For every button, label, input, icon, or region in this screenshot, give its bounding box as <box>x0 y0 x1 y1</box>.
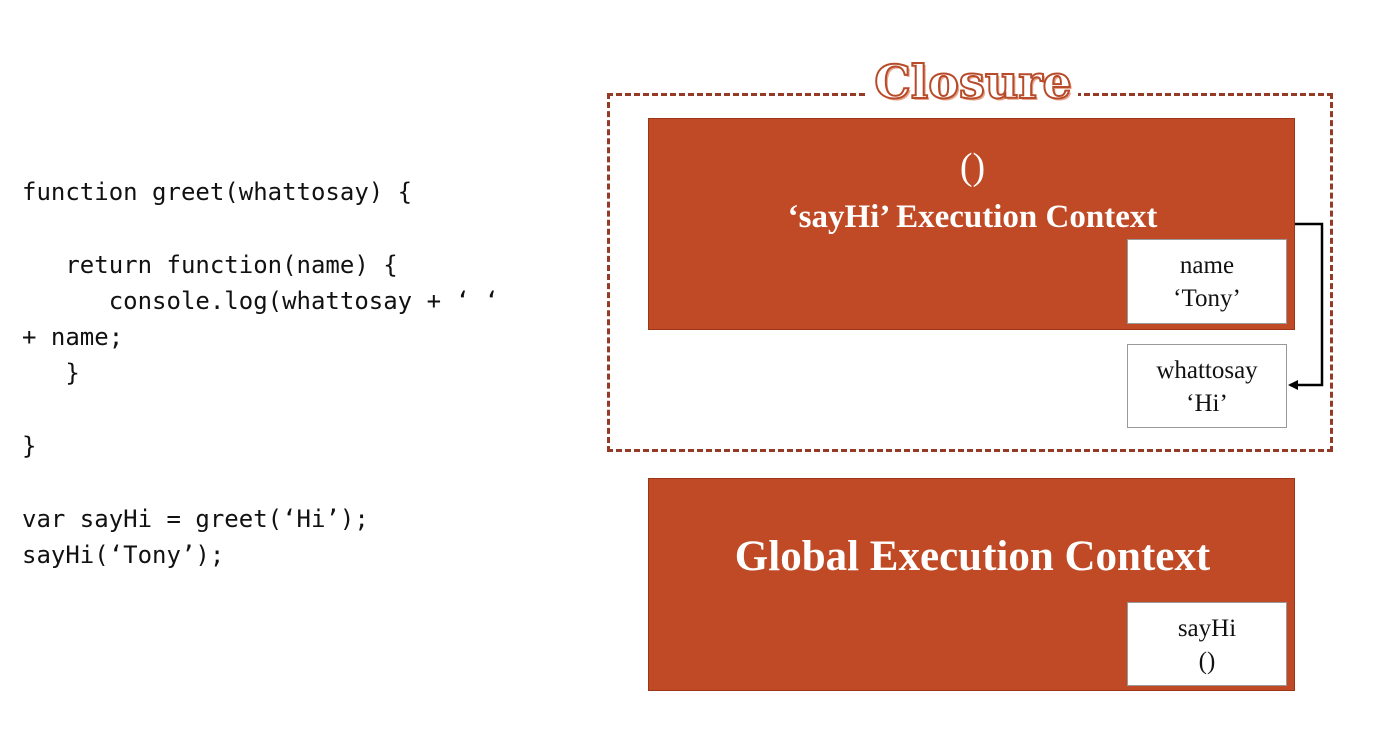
code-line <box>22 210 499 246</box>
variable-sayhi-label: sayHi <box>1177 615 1237 642</box>
code-line <box>22 464 499 500</box>
code-line: } <box>22 432 37 461</box>
code-line: sayHi(‘Tony’); <box>22 540 225 569</box>
variable-whattosay-value: ‘Hi’ <box>1186 390 1228 417</box>
closure-title: Closure <box>868 50 1078 114</box>
code-line: console.log(whattosay + ‘ ‘ <box>22 286 499 315</box>
code-listing: function greet(whattosay) { return funct… <box>22 174 499 573</box>
variable-name-box: name ‘Tony’ <box>1127 239 1287 324</box>
code-line <box>22 392 499 428</box>
global-context-title: Global Execution Context <box>734 533 1211 580</box>
sayhi-context-title: ‘sayHi’ Execution Context <box>787 199 1158 235</box>
code-line: + name; <box>22 323 124 352</box>
variable-sayhi-value: () <box>1198 648 1216 675</box>
variable-whattosay-box: whattosay ‘Hi’ <box>1127 344 1287 428</box>
variable-whattosay-label: whattosay <box>1156 357 1258 384</box>
variable-sayhi-box: sayHi () <box>1127 602 1287 686</box>
code-line: function greet(whattosay) { <box>22 178 413 206</box>
code-line: var sayHi = greet(‘Hi’); <box>22 504 369 533</box>
variable-name-value: ‘Tony’ <box>1173 285 1241 312</box>
code-line: return function(name) { <box>22 250 398 279</box>
code-line: } <box>22 359 80 388</box>
variable-name-label: name <box>1179 252 1235 279</box>
sayhi-context-parens: () <box>959 146 986 188</box>
